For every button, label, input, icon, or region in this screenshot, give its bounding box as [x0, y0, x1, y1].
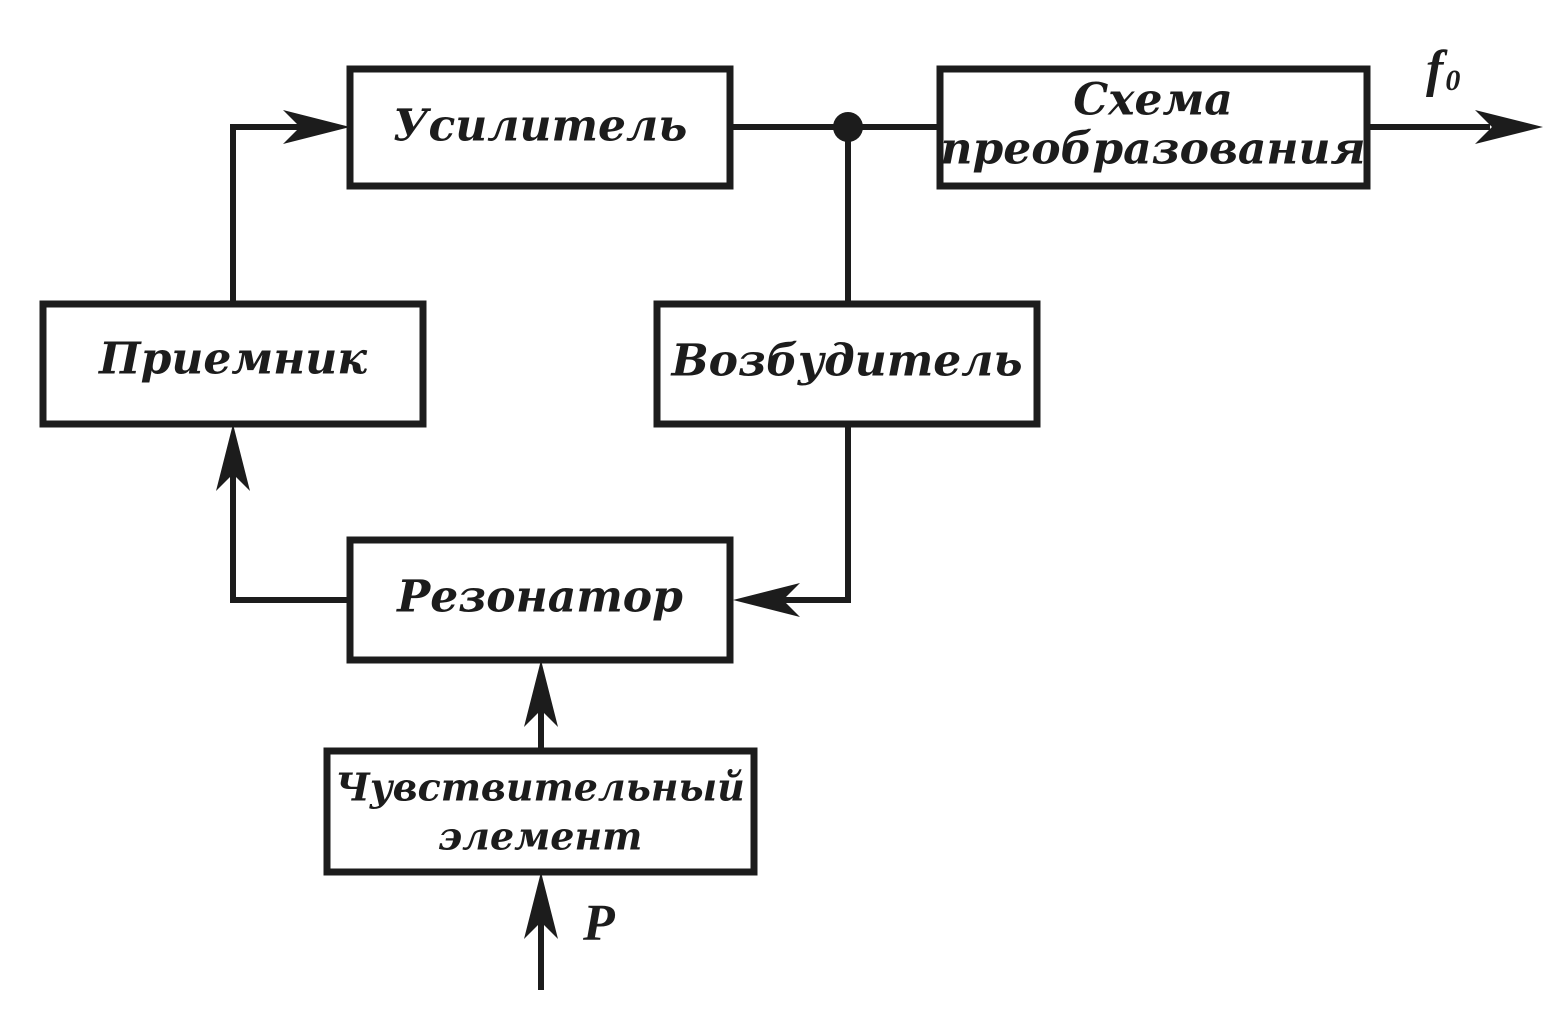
resonator-block: Резонатор [346, 536, 734, 664]
arrow-into-resonator [733, 583, 800, 617]
input-signal-label: P [582, 895, 616, 952]
receiver-label: Приемник [97, 334, 367, 385]
arrow-into-receiver [216, 424, 250, 491]
output-signal-label: f0 [1426, 41, 1460, 98]
resonator-label: Резонатор [395, 572, 683, 623]
sensor-label-line2: элемент [438, 814, 643, 859]
output-signal-subscript: 0 [1445, 64, 1460, 97]
sensor-label-line1: Чувствительный [335, 765, 745, 810]
conversion-circuit-block: Схема преобразования [936, 65, 1371, 190]
amplifier-block: Усилитель [346, 65, 734, 190]
wire-receiver-to-amplifier [230, 124, 300, 304]
sensor-element-block: Чувствительный элемент [323, 747, 758, 876]
amplifier-label: Усилитель [393, 101, 687, 152]
wire-exciter-to-resonator [780, 424, 851, 603]
conversion-label-line2: преобразования [940, 124, 1365, 175]
arrow-into-resonator-bottom [524, 660, 558, 727]
exciter-label: Возбудитель [669, 336, 1022, 387]
receiver-block: Приемник [39, 300, 427, 428]
output-signal-symbol: f [1426, 41, 1448, 98]
arrow-into-amplifier [283, 110, 350, 144]
exciter-block: Возбудитель [653, 300, 1041, 428]
conversion-label-line1: Схема [1073, 75, 1233, 126]
arrow-output [1475, 110, 1543, 144]
arrow-into-sensor [524, 872, 558, 939]
wire-resonator-to-receiver [230, 470, 350, 603]
